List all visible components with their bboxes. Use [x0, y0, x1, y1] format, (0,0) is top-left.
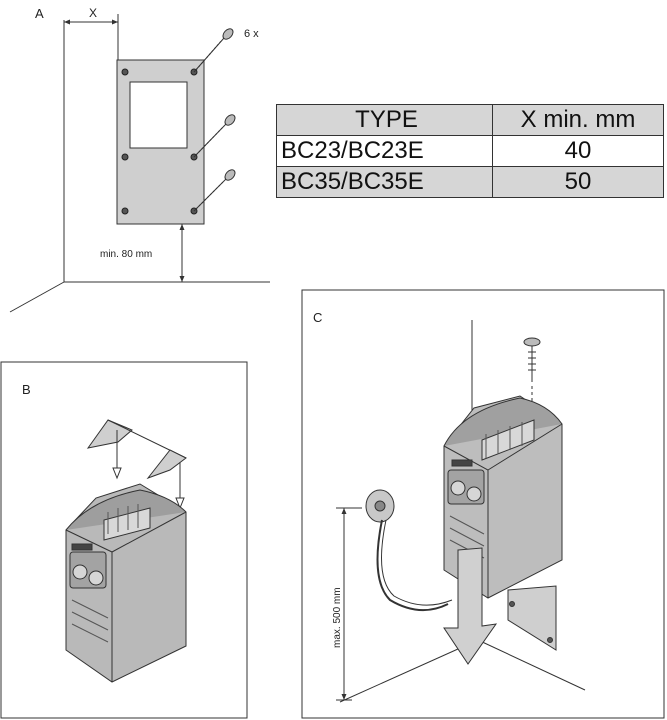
plate-screw-holes	[121, 68, 198, 215]
heater-body	[65, 483, 187, 683]
lid-left-piece	[86, 419, 133, 449]
max-height-label: max. 500 mm	[332, 587, 343, 648]
table-cell-type: BC35/BC35E	[276, 166, 493, 198]
control-knob-icon	[72, 564, 88, 580]
table-cell-x-min: 40	[492, 135, 664, 167]
min-height-label: min. 80 mm	[100, 249, 152, 260]
heater-body	[443, 395, 563, 599]
screw-icon	[193, 114, 236, 158]
screw-count-label: 6 x	[244, 28, 259, 40]
table-row: BC35/BC35E 50	[276, 166, 664, 198]
panel-c-frame	[301, 289, 665, 719]
screw-icon	[193, 28, 234, 73]
screw-icon	[193, 169, 236, 212]
control-knob-icon	[466, 486, 482, 502]
panel-a	[9, 14, 270, 313]
type-dimension-table: TYPE X min. mm BC23/BC23E 40 BC35/BC35E …	[276, 104, 664, 198]
plate-window	[129, 81, 188, 149]
down-arrow-icon	[443, 547, 498, 665]
floor-diagonal-line	[9, 281, 65, 313]
panel-a-label: A	[35, 6, 44, 21]
table-cell-x-min: 50	[492, 166, 664, 198]
control-knob-icon	[450, 480, 466, 496]
panel-c-label: C	[313, 310, 322, 325]
panel-b-label: B	[22, 382, 31, 397]
x-dimension-label: X	[89, 6, 97, 20]
screw-icon	[523, 337, 541, 347]
panel-c-heater	[336, 320, 586, 703]
table-cell-type: BC23/BC23E	[276, 135, 493, 167]
table-header-type: TYPE	[276, 104, 493, 136]
lid-right-piece	[146, 449, 187, 480]
table-header-x-min: X min. mm	[492, 104, 664, 136]
table-header-row: TYPE X min. mm	[276, 104, 664, 136]
panel-b-frame	[0, 361, 248, 719]
control-knob-icon	[88, 570, 104, 586]
table-row: BC23/BC23E 40	[276, 135, 664, 167]
panel-b-heater	[65, 419, 187, 683]
wall-mounting-plate	[507, 585, 557, 651]
